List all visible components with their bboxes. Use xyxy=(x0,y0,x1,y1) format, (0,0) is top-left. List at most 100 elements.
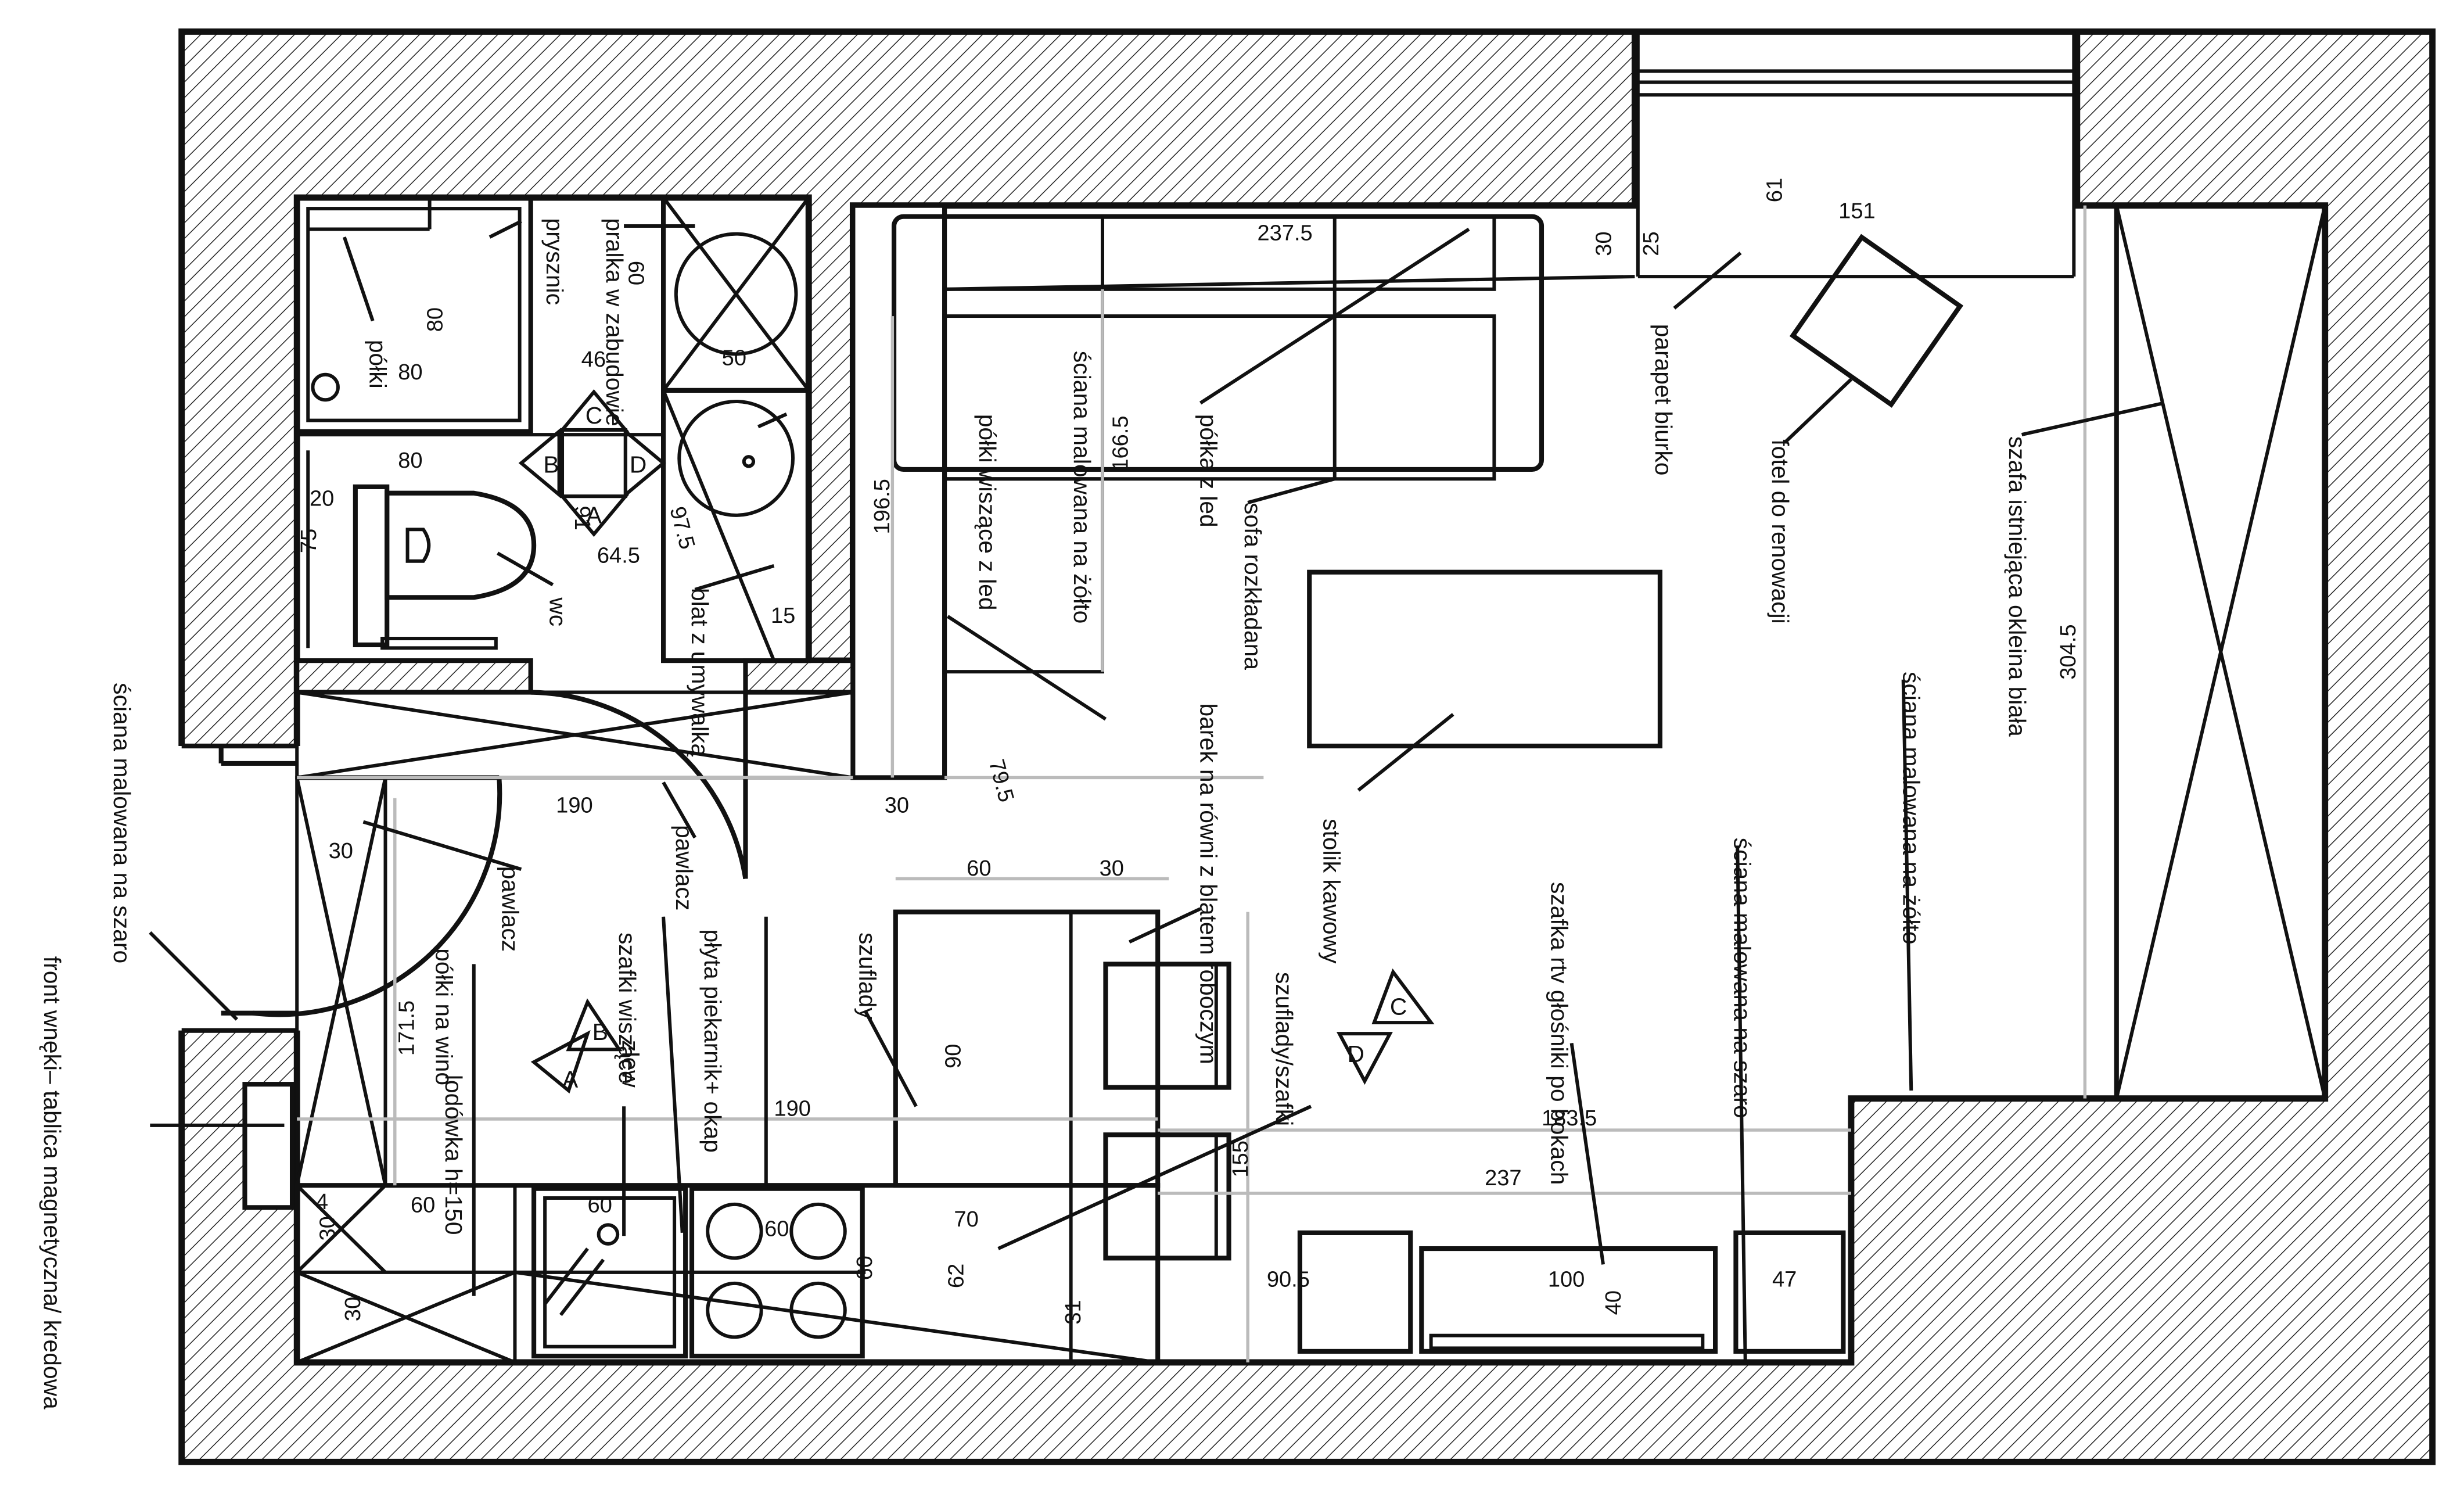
dim-60-k1: 60 xyxy=(411,1193,435,1217)
bar-stool-1 xyxy=(1103,962,1231,1090)
partition-wall xyxy=(850,203,947,780)
view-label-c: C xyxy=(586,402,602,429)
dim-60-k3: 60 xyxy=(764,1217,789,1241)
dim-151: 151 xyxy=(1838,199,1876,223)
view-label-d: D xyxy=(630,451,646,478)
dim-50: 50 xyxy=(722,346,746,370)
label-sciana-szaro-1: ściana malowana na szaro xyxy=(109,683,135,963)
dim-25: 25 xyxy=(1639,231,1664,256)
shower-drain-icon xyxy=(311,372,340,402)
label-sciana-szaro-2: ściana malowana na szaro xyxy=(1729,838,1756,1118)
bath-door-swing xyxy=(530,690,748,880)
dim-190-top: 190 xyxy=(556,793,593,817)
bar-stool-2 xyxy=(1103,1132,1231,1261)
label-szuflady-szafki: szuflady/szafki xyxy=(1271,972,1298,1126)
label-szafka-rtv: szafka rtv głośniki po bokach xyxy=(1546,882,1572,1185)
label-barek: barek na równi z blatem roboczym xyxy=(1195,704,1222,1064)
kitchen: A B xyxy=(294,909,1231,1365)
hob-icon xyxy=(689,1186,865,1359)
label-polki-bath: półki xyxy=(364,340,391,389)
leader-lines xyxy=(149,220,2164,1362)
dim-196-5: 196.5 xyxy=(870,479,895,534)
living-room: C D xyxy=(892,203,2327,1354)
label-zlew: zlew xyxy=(617,1040,644,1088)
view-marker-bath: C A B D xyxy=(518,389,666,537)
view-label-a2: A xyxy=(562,1066,579,1093)
dim-46: 46 xyxy=(581,347,606,372)
tv-cabinet xyxy=(1419,1246,1718,1354)
label-szuflady: szuflady xyxy=(854,932,881,1020)
dim-97-5: 97.5 xyxy=(665,504,699,551)
dim-183-5: 183.5 xyxy=(1542,1106,1597,1131)
dim-30-k1: 30 xyxy=(315,1216,340,1240)
dim-60-mid: 60 xyxy=(967,856,991,881)
vanity-counter xyxy=(660,388,811,663)
label-szafki-wiszace: szafki wiszące xyxy=(614,932,641,1084)
dim-60-top: 60 xyxy=(623,261,648,285)
window xyxy=(1636,31,2076,279)
dim-30-left: 30 xyxy=(329,839,353,863)
label-sofa: sofa rozkładana xyxy=(1240,503,1266,670)
dim-80-h: 80 xyxy=(398,360,422,385)
dim-30-k2: 30 xyxy=(341,1297,365,1321)
dim-4: 4 xyxy=(316,1190,328,1214)
dim-166-5: 166.5 xyxy=(1109,415,1133,471)
wardrobe xyxy=(2114,203,2327,1101)
dim-100: 100 xyxy=(1548,1267,1585,1292)
dim-80-v: 80 xyxy=(423,307,447,332)
label-parapet: parapet biurko xyxy=(1650,324,1677,476)
hall-opening xyxy=(177,746,304,1031)
dim-70: 70 xyxy=(954,1207,978,1232)
view-label-a: A xyxy=(586,501,602,528)
label-blat: blat z umywalką xyxy=(687,588,713,756)
view-label-b: B xyxy=(543,451,559,478)
label-sciana-zolto-1: ściana malowana na żółto xyxy=(1069,351,1095,623)
dim-40: 40 xyxy=(1601,1290,1626,1315)
dim-30-sofa: 30 xyxy=(1592,231,1617,256)
dim-20: 20 xyxy=(310,487,334,511)
dim-80-h2: 80 xyxy=(398,449,422,473)
label-pawlacz-1: pawlacz xyxy=(497,866,524,952)
dim-237-5: 237.5 xyxy=(1258,221,1313,245)
niche-front xyxy=(242,1082,295,1210)
speaker-right xyxy=(1733,1230,1846,1354)
dim-90: 90 xyxy=(941,1044,965,1068)
dim-237: 237 xyxy=(1485,1166,1522,1190)
label-polki-wino: półki na wino xyxy=(431,948,458,1085)
label-plyta: płyta piekarnik+ okap xyxy=(699,930,726,1153)
bath-wall-bottom xyxy=(294,658,533,695)
dim-91: 91 xyxy=(570,506,594,530)
dim-15: 15 xyxy=(771,604,795,628)
armchair xyxy=(1789,234,1964,408)
view-label-b2: B xyxy=(592,1018,608,1045)
label-front: front wnęki– tablica magnetyczna/ kredow… xyxy=(39,956,66,1409)
view-label-c2: C xyxy=(1390,993,1407,1020)
dim-155: 155 xyxy=(1229,1140,1253,1178)
dim-61: 61 xyxy=(1762,178,1787,202)
label-lodowka: lodówka h=150 xyxy=(440,1075,467,1235)
dim-60-k4: 60 xyxy=(853,1256,877,1280)
dim-90-5: 90.5 xyxy=(1267,1267,1310,1292)
label-polka-led: półka z led xyxy=(1195,414,1222,528)
dim-64-5: 64.5 xyxy=(597,543,640,568)
speaker-left xyxy=(1297,1230,1413,1354)
room-labels: półki pralka w zabudowie prysznic wc bla… xyxy=(39,218,2031,1409)
view-marker-kitchen: A B xyxy=(530,998,623,1094)
label-wc: wc xyxy=(544,597,571,626)
toilet-icon xyxy=(385,490,537,600)
label-prysznic: prysznic xyxy=(541,218,568,305)
entrance-door-swing xyxy=(252,777,502,1017)
label-pawlacz-2: pawlacz xyxy=(671,825,698,910)
dim-75: 75 xyxy=(297,529,321,553)
coffee-table xyxy=(1307,569,1662,749)
dim-31: 31 xyxy=(1061,1300,1086,1324)
dim-79-5: 79.5 xyxy=(984,757,1019,805)
dim-47: 47 xyxy=(1772,1267,1797,1292)
view-label-d2: D xyxy=(1348,1041,1364,1067)
bath-wall-bottom-2 xyxy=(743,658,856,695)
label-sciana-zolto-2: ściana malowana na żółto xyxy=(1898,672,1925,944)
dim-30-mid2: 30 xyxy=(1100,856,1124,881)
shower xyxy=(294,195,533,434)
bathroom: C A B D xyxy=(294,195,811,663)
